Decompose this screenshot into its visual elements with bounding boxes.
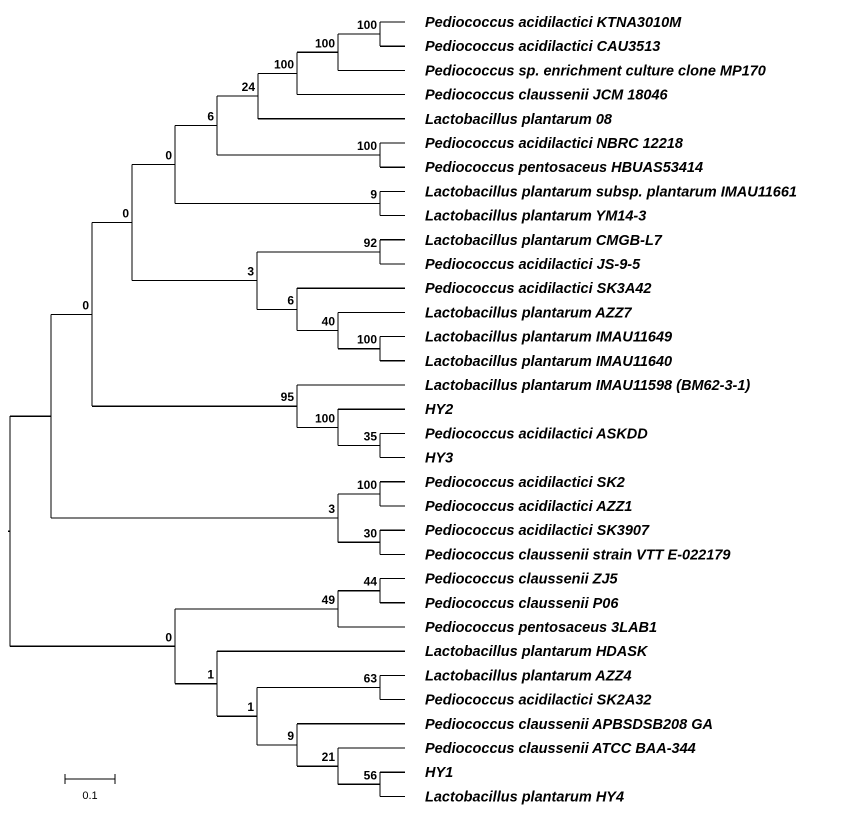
bootstrap-value: 6 bbox=[207, 110, 214, 124]
bootstrap-value: 6 bbox=[287, 293, 294, 307]
scale-bar-label: 0.1 bbox=[82, 790, 97, 802]
bootstrap-value: 9 bbox=[287, 729, 294, 743]
bootstrap-value: 92 bbox=[364, 236, 378, 250]
bootstrap-value: 100 bbox=[357, 139, 377, 153]
taxon-label: Pediococcus sp. enrichment culture clone… bbox=[425, 63, 766, 79]
bootstrap-value: 35 bbox=[364, 430, 378, 444]
bootstrap-value: 3 bbox=[328, 502, 335, 516]
taxon-label: Lactobacillus plantarum subsp. plantarum… bbox=[425, 184, 797, 200]
bootstrap-value: 63 bbox=[364, 672, 378, 686]
taxon-label: Pediococcus claussenii ZJ5 bbox=[425, 572, 619, 588]
taxon-label: HY3 bbox=[425, 451, 453, 467]
taxon-label: Lactobacillus plantarum AZZ4 bbox=[425, 668, 632, 684]
taxon-label: Lactobacillus plantarum IMAU11640 bbox=[425, 354, 672, 370]
bootstrap-value: 100 bbox=[315, 36, 335, 50]
bootstrap-values: 1001001002410069092100406303510095010030… bbox=[82, 18, 377, 782]
bootstrap-value: 95 bbox=[281, 390, 295, 404]
taxon-label: Lactobacillus plantarum 08 bbox=[425, 112, 613, 128]
bootstrap-value: 0 bbox=[82, 298, 89, 312]
taxon-label: Pediococcus pentosaceus 3LAB1 bbox=[425, 620, 657, 636]
taxon-label: Lactobacillus plantarum IMAU11649 bbox=[425, 330, 672, 346]
taxon-label: Lactobacillus plantarum CMGB-L7 bbox=[425, 233, 663, 249]
bootstrap-value: 100 bbox=[357, 333, 377, 347]
taxon-label: Lactobacillus plantarum HY4 bbox=[425, 789, 624, 805]
bootstrap-value: 30 bbox=[364, 526, 378, 540]
bootstrap-value: 100 bbox=[274, 57, 294, 71]
taxon-label: Pediococcus pentosaceus HBUAS53414 bbox=[425, 160, 703, 176]
taxon-label: HY1 bbox=[425, 765, 453, 781]
bootstrap-value: 1 bbox=[247, 700, 254, 714]
bootstrap-value: 9 bbox=[370, 188, 377, 202]
taxon-label: HY2 bbox=[425, 402, 453, 418]
taxon-label: Pediococcus claussenii strain VTT E-0221… bbox=[425, 547, 730, 563]
taxon-label: Pediococcus acidilactici SK3907 bbox=[425, 523, 650, 539]
taxon-label: Pediococcus acidilactici SK2 bbox=[425, 475, 625, 491]
taxon-label: Pediococcus claussenii P06 bbox=[425, 596, 619, 612]
bootstrap-value: 56 bbox=[364, 768, 378, 782]
bootstrap-value: 0 bbox=[122, 207, 129, 221]
taxon-label: Pediococcus acidilactici ASKDD bbox=[425, 426, 648, 442]
taxon-label: Lactobacillus plantarum HDASK bbox=[425, 644, 649, 660]
taxon-label: Pediococcus claussenii APBSDSB208 GA bbox=[425, 717, 713, 733]
taxon-label: Pediococcus claussenii ATCC BAA-344 bbox=[425, 741, 696, 757]
taxon-label: Lactobacillus plantarum YM14-3 bbox=[425, 209, 646, 225]
taxon-label: Pediococcus acidilactici AZZ1 bbox=[425, 499, 632, 515]
bootstrap-value: 100 bbox=[357, 478, 377, 492]
tree-branches bbox=[8, 21, 405, 798]
bootstrap-value: 0 bbox=[165, 630, 172, 644]
taxon-label: Pediococcus acidilactici CAU3513 bbox=[425, 39, 660, 55]
taxon-label: Pediococcus acidilactici NBRC 12218 bbox=[425, 136, 684, 152]
bootstrap-value: 0 bbox=[165, 149, 172, 163]
taxon-label: Pediococcus acidilactici SK2A32 bbox=[425, 693, 651, 709]
bootstrap-value: 1 bbox=[207, 668, 214, 682]
taxon-label: Lactobacillus plantarum AZZ7 bbox=[425, 305, 632, 321]
bootstrap-value: 100 bbox=[315, 411, 335, 425]
bootstrap-value: 49 bbox=[322, 593, 336, 607]
bootstrap-value: 24 bbox=[242, 80, 256, 94]
scale-bar: 0.1 bbox=[64, 774, 116, 802]
taxon-label: Pediococcus acidilactici KTNA3010M bbox=[425, 15, 682, 31]
taxon-label: Pediococcus acidilactici SK3A42 bbox=[425, 281, 651, 297]
bootstrap-value: 44 bbox=[364, 575, 378, 589]
bootstrap-value: 100 bbox=[357, 18, 377, 32]
bootstrap-value: 3 bbox=[247, 265, 254, 279]
taxon-label: Lactobacillus plantarum IMAU11598 (BM62-… bbox=[425, 378, 750, 394]
taxon-labels: Pediococcus acidilactici KTNA3010M Pedioc… bbox=[425, 15, 797, 805]
bootstrap-value: 21 bbox=[322, 750, 336, 764]
bootstrap-value: 40 bbox=[322, 315, 336, 329]
taxon-label: Pediococcus claussenii JCM 18046 bbox=[425, 88, 669, 104]
taxon-label: Pediococcus acidilactici JS-9-5 bbox=[425, 257, 641, 273]
